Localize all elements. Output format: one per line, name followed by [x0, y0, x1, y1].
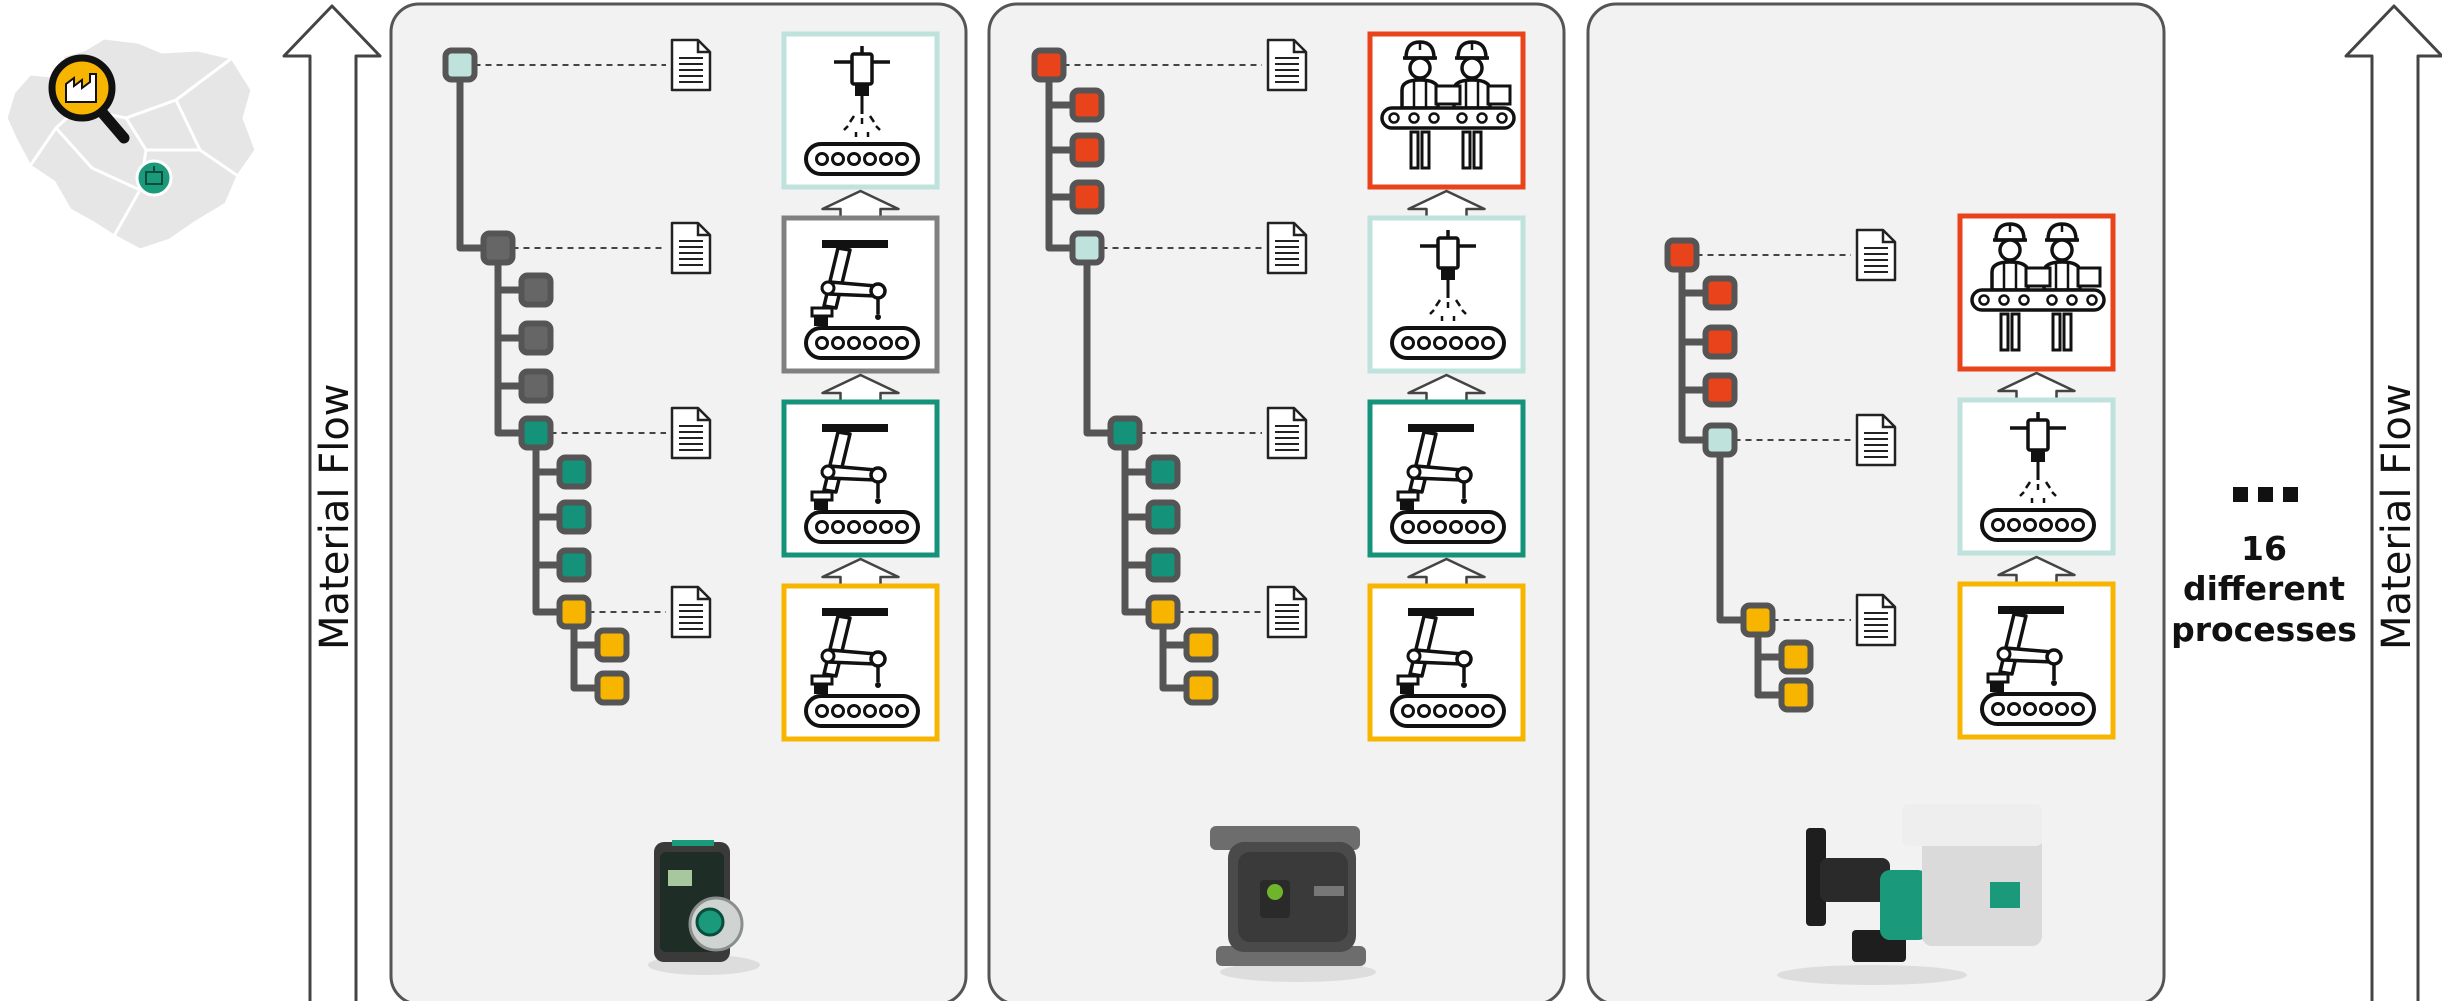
- bom-node[interactable]: [1702, 422, 1738, 458]
- pump-coupling: [1880, 870, 1928, 940]
- product-shadow: [1777, 965, 1967, 985]
- process-step-robot[interactable]: [781, 583, 940, 742]
- document-icon[interactable]: [1855, 593, 1897, 647]
- bom-node[interactable]: [1145, 594, 1181, 630]
- factory-magnifier-icon: [48, 54, 130, 144]
- bom-node[interactable]: [1145, 499, 1181, 535]
- document-icon[interactable]: [670, 38, 712, 92]
- pump-inlet-flange: [1806, 828, 1826, 926]
- process-count-annotation: ... 16 different processes: [2171, 464, 2357, 649]
- process-step-robot[interactable]: [1367, 583, 1526, 742]
- bom-node[interactable]: [1778, 677, 1814, 713]
- ellipsis-dot: [2233, 487, 2248, 502]
- bom-node[interactable]: [1031, 47, 1067, 83]
- bom-node[interactable]: [1069, 230, 1105, 266]
- pump-product-image: [1210, 826, 1376, 982]
- bom-node[interactable]: [1740, 602, 1776, 638]
- product-shadow: [1220, 962, 1376, 982]
- process-step-robot[interactable]: [781, 399, 940, 558]
- process-step-robot[interactable]: [1957, 581, 2116, 740]
- material-flow-label-right: Material Flow: [2374, 383, 2420, 650]
- pump-controller: [1902, 804, 2042, 846]
- ellipsis-dot: [2283, 487, 2298, 502]
- document-icon[interactable]: [1855, 413, 1897, 467]
- process-step-robot[interactable]: [1367, 399, 1526, 558]
- bom-node[interactable]: [1145, 547, 1181, 583]
- document-icon[interactable]: [670, 221, 712, 275]
- document-icon[interactable]: [670, 406, 712, 460]
- process-step-workers[interactable]: [1957, 213, 2116, 372]
- document-icon[interactable]: [670, 585, 712, 639]
- process-step-drill[interactable]: [1957, 397, 2116, 556]
- document-icon[interactable]: [1266, 406, 1308, 460]
- product-panels: [389, 2, 2166, 1001]
- bom-node[interactable]: [518, 368, 554, 404]
- material-flow-arrow-left: Material Flow: [282, 4, 382, 1001]
- product-panel-1: [389, 2, 968, 1001]
- bom-node[interactable]: [556, 594, 592, 630]
- bom-node[interactable]: [594, 627, 630, 663]
- bom-node[interactable]: [556, 547, 592, 583]
- document-icon[interactable]: [1855, 228, 1897, 282]
- bom-node[interactable]: [518, 415, 554, 451]
- bom-node[interactable]: [594, 670, 630, 706]
- motor-housing: [1238, 852, 1348, 942]
- bom-node[interactable]: [1664, 237, 1700, 273]
- ellipsis-text: ...: [2246, 464, 2284, 503]
- bom-node[interactable]: [1145, 454, 1181, 490]
- bom-node[interactable]: [1069, 132, 1105, 168]
- material-flow-arrow-right: Material Flow: [2344, 4, 2442, 1001]
- pump-volute: [1820, 858, 1890, 902]
- bom-node[interactable]: [1069, 87, 1105, 123]
- bom-node[interactable]: [442, 47, 478, 83]
- bom-node[interactable]: [480, 230, 516, 266]
- document-icon[interactable]: [1266, 585, 1308, 639]
- process-line-2: processes: [2171, 610, 2357, 649]
- control-knob: [695, 907, 725, 937]
- product-panel-2: [987, 2, 1566, 1001]
- process-count: 16: [2241, 529, 2287, 568]
- bom-node[interactable]: [518, 272, 554, 308]
- brand-strip: [672, 840, 714, 846]
- process-step-drill[interactable]: [1367, 215, 1526, 374]
- pump-product-image: [648, 840, 760, 975]
- bom-node[interactable]: [518, 320, 554, 356]
- process-line-1: different: [2183, 569, 2345, 608]
- process-step-robot[interactable]: [781, 215, 940, 374]
- bom-node[interactable]: [1702, 275, 1738, 311]
- status-light: [1267, 884, 1283, 900]
- bom-node[interactable]: [556, 499, 592, 535]
- location-map-icon: [4, 36, 258, 252]
- bom-node[interactable]: [1069, 179, 1105, 215]
- brand-badge: [1990, 882, 2020, 908]
- document-icon[interactable]: [1266, 221, 1308, 275]
- bom-node[interactable]: [1778, 639, 1814, 675]
- pump-product-image: [1777, 804, 2042, 985]
- process-step-drill[interactable]: [781, 31, 940, 190]
- pump-motor: [1922, 836, 2042, 946]
- bom-node[interactable]: [1183, 627, 1219, 663]
- bom-node[interactable]: [1107, 415, 1143, 451]
- material-flow-label-left: Material Flow: [312, 383, 358, 650]
- bom-node[interactable]: [1183, 670, 1219, 706]
- ellipsis-dot: [2258, 487, 2273, 502]
- brand-badge: [1314, 886, 1344, 896]
- bom-node[interactable]: [1702, 324, 1738, 360]
- bom-node[interactable]: [1702, 372, 1738, 408]
- document-icon[interactable]: [1266, 38, 1308, 92]
- product-panel-3: [1586, 2, 2166, 1001]
- process-step-workers[interactable]: [1367, 31, 1526, 190]
- pump-display: [668, 870, 692, 886]
- bom-node[interactable]: [556, 454, 592, 490]
